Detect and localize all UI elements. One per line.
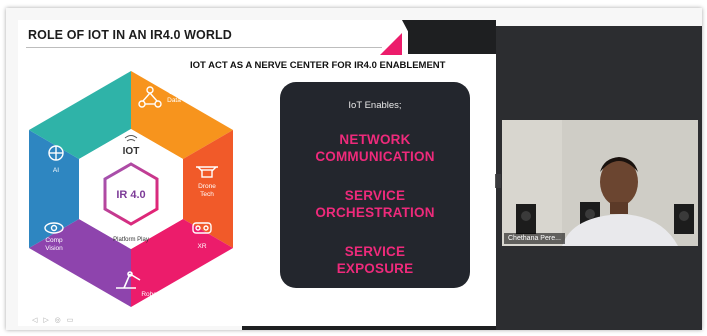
iot-top-icon (124, 135, 138, 142)
robot-arm-icon (116, 271, 141, 289)
segment-label: Data (167, 97, 181, 104)
core-hexagon (103, 162, 159, 226)
segment-label: Robotics (141, 291, 167, 298)
hex-segment-ai (29, 71, 131, 159)
slide-controls[interactable]: ◁ ▷ ◎ ▭ (32, 317, 76, 324)
hex-segment-big-data (131, 71, 233, 159)
segment-label: Tech (200, 191, 214, 198)
panel-resize-handle[interactable] (495, 174, 501, 188)
brain-icon (48, 145, 64, 161)
segment-label: Drone (198, 183, 216, 190)
participant-video-frame (502, 120, 698, 246)
accent-triangle (380, 33, 402, 55)
enable-item-line: COMMUNICATION (315, 149, 435, 164)
enable-item-line: NETWORK (339, 132, 411, 147)
center-bottom-label: Platform Play (113, 237, 149, 243)
hex-segment-robotics (29, 219, 131, 307)
iot-hexagon-diagram: IOT IR 4.0 Platform Play (29, 71, 233, 307)
slide-title: ROLE OF IOT IN AN IR4.0 WORLD (28, 28, 232, 42)
enable-item: SERVICE EXPOSURE (280, 243, 470, 277)
enable-item: SERVICE ORCHESTRATION (280, 187, 470, 221)
center-main-label: IR 4.0 (116, 189, 145, 201)
vr-headset-icon (192, 222, 212, 234)
hex-segment-comp-vision (29, 130, 79, 248)
accent-shape (408, 20, 496, 54)
hex-segment-xr (131, 219, 233, 307)
eye-icon (44, 222, 64, 234)
meeting-window: ROLE OF IOT IN AN IR4.0 WORLD IOT ACT AS… (6, 8, 702, 330)
shared-slide: ROLE OF IOT IN AN IR4.0 WORLD IOT ACT AS… (18, 20, 496, 326)
iot-enables-box: IoT Enables; NETWORK COMMUNICATION SERVI… (280, 82, 470, 288)
network-nodes-icon (138, 86, 162, 108)
participant-video-tile[interactable]: Chethana Pere... (502, 120, 698, 246)
enable-item-line: SERVICE (344, 188, 406, 203)
segment-label: Big (169, 89, 179, 96)
slide-subtitle: IOT ACT AS A NERVE CENTER FOR IR4.0 ENAB… (190, 60, 446, 71)
hex-segment-drone-tech (183, 130, 233, 248)
drone-icon (196, 166, 218, 178)
inner-hexagon (79, 129, 183, 249)
participant-name-tag: Chethana Pere... (504, 233, 565, 244)
title-underline (26, 47, 382, 48)
enable-item-line: SERVICE (344, 244, 406, 259)
center-top-label: IOT (123, 146, 140, 157)
enables-heading: IoT Enables; (348, 100, 402, 111)
segment-label: Comp (45, 237, 63, 244)
segment-label: XR (197, 243, 206, 250)
enable-item: NETWORK COMMUNICATION (280, 131, 470, 165)
segment-label: Vision (45, 245, 63, 252)
segment-label: AI (53, 167, 59, 174)
enable-item-line: ORCHESTRATION (315, 205, 435, 220)
enable-item-line: EXPOSURE (336, 261, 414, 276)
